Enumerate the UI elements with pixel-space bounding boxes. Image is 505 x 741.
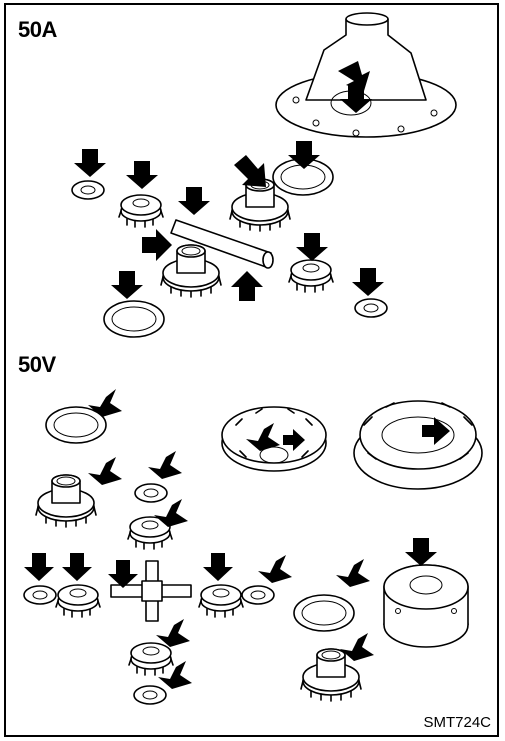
section-label-50a: 50A [18,17,57,42]
pinion-cross-shaft-50v [110,560,192,622]
pinion-gear-50v-3 [198,584,244,618]
arrow-icon [88,457,122,485]
bearing-case-50v [383,564,469,648]
washer-50v-small-2 [23,585,57,605]
washer-50a-1 [71,180,105,200]
arrow-icon [62,553,92,581]
washer-50v-small-1 [134,483,168,503]
arrow-icon [88,389,122,417]
side-gear-50v-left [35,474,97,528]
arrow-icon [178,187,210,215]
arrow-icon [352,268,384,296]
arrow-icon [111,271,143,299]
arrow-icon [338,61,370,91]
arrow-icon [148,451,182,479]
arrow-icon [142,229,172,261]
arrow-icons [24,61,450,689]
arrow-icon [156,619,190,647]
section-label-50v: 50V [18,352,56,377]
pinion-gear-50a-1 [118,194,164,228]
washer-50v-small-3 [241,585,275,605]
diagram-drawing [23,12,483,705]
arrow-icon [126,161,158,189]
arrow-icon [405,538,437,566]
arrow-icon [74,149,106,177]
arrow-icon [258,555,292,583]
arrow-icon [296,233,328,261]
arrow-icon [234,155,266,187]
washer-50a-2 [354,298,388,318]
arrow-icon [336,559,370,587]
arrow-icon [283,429,305,451]
arrow-icon [340,85,372,113]
case-half-50v-large [353,400,483,490]
arrow-icon [24,553,54,581]
pinion-gear-50v-4 [128,642,174,676]
arrow-icon [288,141,320,169]
arrow-icon [203,553,233,581]
arrow-icon [231,271,263,301]
pinion-shaft-50a [170,219,274,269]
side-gear-50a-lower [160,244,222,298]
figure-code: SMT724C [423,714,491,731]
arrow-icon [340,633,374,661]
ring-washer-50a-lower [103,300,165,338]
arrow-icon [158,661,192,689]
ring-washer-50v-right [293,594,355,632]
pinion-gear-50a-2 [288,259,334,293]
arrow-icon [422,417,450,445]
washer-50v-small-4 [133,685,167,705]
pinion-gear-50v-2 [55,584,101,618]
arrow-icon [246,423,280,451]
figure-frame: 50A 50V SMT724C [4,3,499,737]
arrow-icon [154,499,188,527]
case-half-50v-small [221,406,327,472]
differential-case-50a [275,12,457,138]
arrow-icon [108,560,138,588]
